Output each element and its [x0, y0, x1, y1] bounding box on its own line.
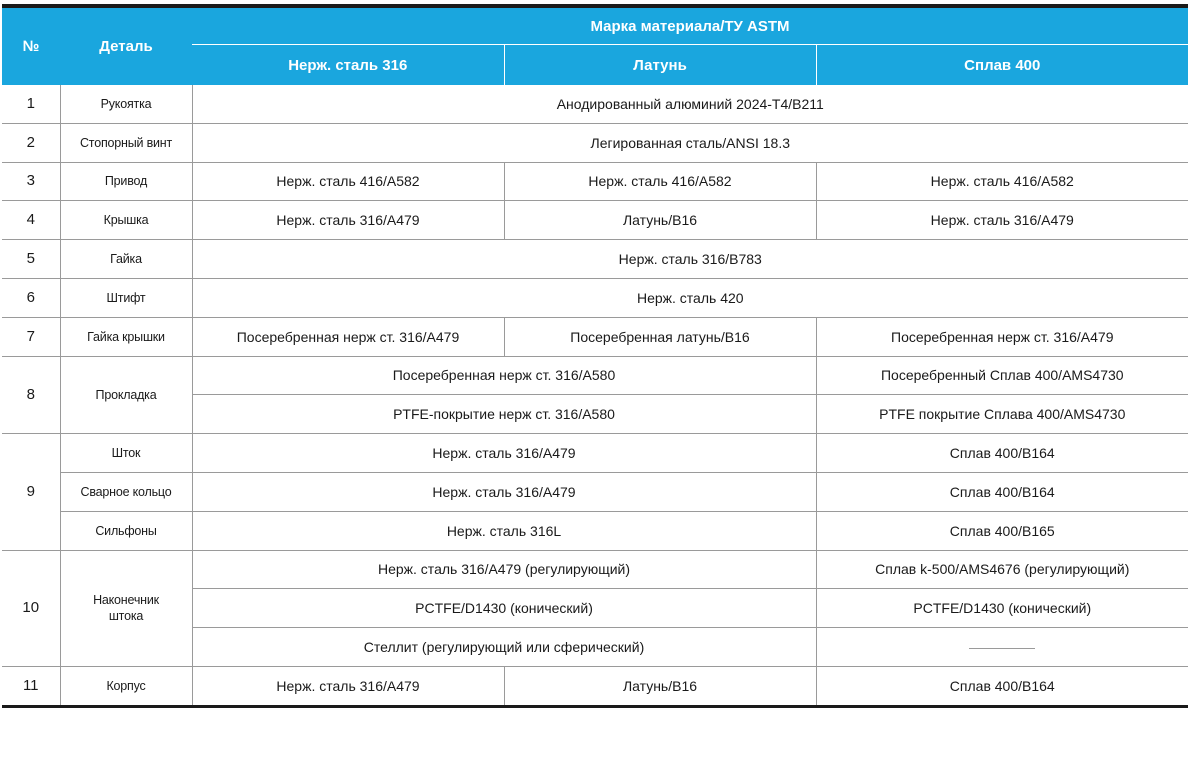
material-cell: Нерж. сталь 416/A582 — [191, 161, 504, 201]
material-cell: Нерж. сталь 316/A479 — [191, 433, 816, 473]
table-row: 8 Прокладка Посеребренная нерж ст. 316/A… — [2, 355, 1189, 434]
row-number: 3 — [2, 161, 60, 201]
table-row: 9 Шток Нерж. сталь 316/A479 Сплав 400/B1… — [2, 433, 1189, 551]
header-brass: Латунь — [503, 44, 817, 85]
material-cell: Нерж. сталь 316/A479 — [191, 200, 504, 240]
row-number: 10 — [2, 549, 60, 667]
part-name: Сварное кольцо — [59, 471, 192, 512]
table-row: 2 Стопорный винт Легированная сталь/ANSI… — [2, 122, 1189, 163]
table-header: № Деталь Марка материала/ТУ ASTM Нерж. с… — [2, 6, 1189, 85]
table-row: 5 Гайка Нерж. сталь 316/B783 — [2, 239, 1189, 279]
material-cell: Нерж. сталь 420 — [191, 277, 1189, 318]
table-row: 4 Крышка Нерж. сталь 316/A479 Латунь/B16… — [2, 200, 1189, 240]
table-row: 7 Гайка крышки Посеребренная нерж ст. 31… — [2, 316, 1189, 357]
material-cell: PCTFE/D1430 (конический) — [191, 588, 816, 628]
header-part: Деталь — [60, 6, 192, 85]
material-cell: Латунь/B16 — [503, 665, 816, 708]
header-material-group: Марка материала/ТУ ASTM — [192, 6, 1189, 45]
row-number: 6 — [2, 277, 60, 318]
material-cell: PTFE-покрытие нерж ст. 316/A580 — [191, 394, 816, 434]
material-cell: Сплав 400/B165 — [815, 510, 1189, 551]
part-name: Гайка крышки — [59, 316, 192, 357]
row-number: 4 — [2, 200, 60, 240]
part-name: Штифт — [59, 277, 192, 318]
part-name: Стопорный винт — [59, 122, 192, 163]
material-cell: PCTFE/D1430 (конический) — [815, 588, 1189, 628]
material-cell: Посеребренная нерж ст. 316/A479 — [191, 316, 504, 357]
material-cell-empty — [815, 627, 1189, 667]
table-row: PCTFE/D1430 (конический) PCTFE/D1430 (ко… — [2, 588, 1189, 628]
table-row: 1 Рукоятка Анодированный алюминий 2024-T… — [2, 85, 1189, 124]
material-cell: Латунь/B16 — [503, 200, 816, 240]
material-cell: Посеребренный Сплав 400/AMS4730 — [815, 355, 1189, 395]
header-stainless-316: Нерж. сталь 316 — [192, 44, 504, 85]
row-number: 1 — [26, 94, 35, 112]
material-cell: Нерж. сталь 416/A582 — [503, 161, 816, 201]
materials-table-container: № Деталь Марка материала/ТУ ASTM Нерж. с… — [2, 4, 1189, 708]
material-cell: Нерж. сталь 316/A479 — [191, 471, 816, 512]
table-row: Сильфоны Нерж. сталь 316L Сплав 400/B165 — [2, 510, 1189, 551]
part-name: Сильфоны — [59, 510, 192, 551]
row-number: 2 — [2, 122, 60, 163]
dash-separator — [969, 647, 1036, 649]
part-name: Крышка — [59, 200, 192, 240]
part-name: Корпус — [59, 665, 192, 708]
material-cell: Нерж. сталь 416/A582 — [815, 161, 1189, 201]
table-row: 6 Штифт Нерж. сталь 420 — [2, 277, 1189, 318]
table-row: Сварное кольцо Нерж. сталь 316/A479 Спла… — [2, 471, 1189, 512]
row-number: 8 — [2, 355, 60, 434]
part-name: Наконечник штока — [59, 549, 192, 667]
row-number: 5 — [2, 239, 60, 279]
header-num: № — [2, 6, 60, 85]
table-row: 3 Привод Нерж. сталь 416/A582 Нерж. стал… — [2, 161, 1189, 201]
material-cell: Сплав 400/B164 — [815, 665, 1189, 708]
material-cell: Анодированный алюминий 2024-T4/B211 — [191, 85, 1189, 124]
table-row: Стеллит (регулирующий или сферический) — [2, 627, 1189, 667]
material-cell: Нерж. сталь 316/A479 (регулирующий) — [191, 549, 816, 589]
part-name: Шток — [59, 433, 192, 473]
material-cell: Сплав 400/B164 — [815, 471, 1189, 512]
table-row: PTFE-покрытие нерж ст. 316/A580 PTFE пок… — [2, 394, 1189, 434]
table-body: 1 Рукоятка Анодированный алюминий 2024-T… — [2, 85, 1189, 708]
materials-table: № Деталь Марка материала/ТУ ASTM Нерж. с… — [2, 4, 1189, 708]
part-name: Гайка — [59, 239, 192, 279]
table-row: 10 Наконечник штока Нерж. сталь 316/A479… — [2, 549, 1189, 667]
material-cell: Посеребренная нерж ст. 316/A479 — [815, 316, 1189, 357]
material-cell: Нерж. сталь 316/A479 — [191, 665, 504, 708]
table-row: 11 Корпус Нерж. сталь 316/A479 Латунь/B1… — [2, 665, 1189, 708]
material-cell: Стеллит (регулирующий или сферический) — [191, 627, 816, 667]
material-cell: Легированная сталь/ANSI 18.3 — [191, 122, 1189, 163]
header-alloy-400: Сплав 400 — [816, 44, 1189, 85]
part-name: Прокладка — [59, 355, 192, 434]
material-cell: Сплав 400/B164 — [815, 433, 1189, 473]
row-number: 11 — [2, 665, 60, 708]
row-number: 7 — [2, 316, 60, 357]
material-cell: Нерж. сталь 316L — [191, 510, 816, 551]
part-name: Привод — [59, 161, 192, 201]
material-cell: Посеребренная латунь/B16 — [503, 316, 816, 357]
material-cell: PTFE покрытие Сплава 400/AMS4730 — [815, 394, 1189, 434]
part-name: Рукоятка — [59, 85, 192, 124]
material-cell: Сплав k-500/AMS4676 (регулирующий) — [815, 549, 1189, 589]
material-cell: Нерж. сталь 316/B783 — [191, 239, 1189, 279]
row-number: 9 — [2, 433, 60, 551]
material-cell: Посеребренная нерж ст. 316/A580 — [191, 355, 816, 395]
material-cell: Нерж. сталь 316/A479 — [815, 200, 1189, 240]
